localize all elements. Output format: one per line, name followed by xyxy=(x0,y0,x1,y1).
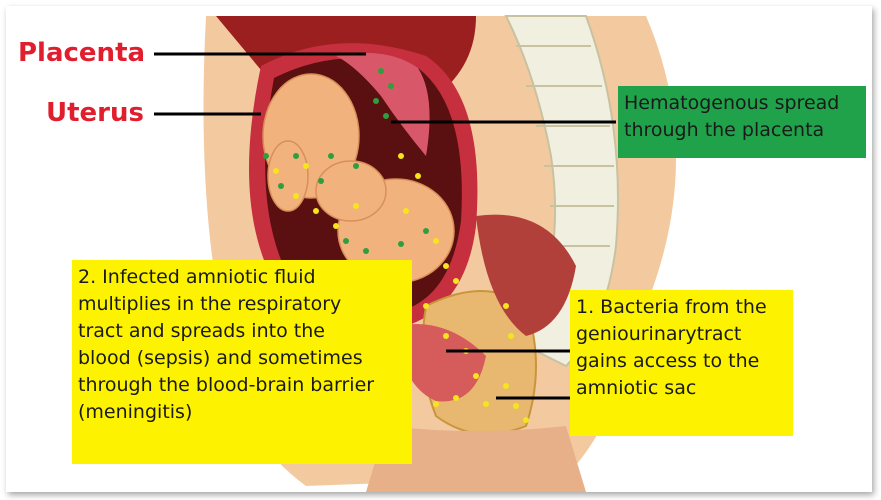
uterus-label: Uterus xyxy=(46,100,144,126)
callout-line: 1. Bacteria from the xyxy=(576,294,787,321)
callout-line: blood (sepsis) and sometimes xyxy=(78,345,406,372)
callout-line: 2. Infected amniotic fluid xyxy=(78,264,406,291)
placenta-label: Placenta xyxy=(18,40,145,66)
callout-line: tract and spreads into the xyxy=(78,318,406,345)
callout-line: (meningitis) xyxy=(78,399,406,426)
amniotic-fluid-callout: 2. Infected amniotic fluid multiplies in… xyxy=(72,260,412,464)
figure-frame: Placenta Uterus Hematogenous spread thro… xyxy=(6,6,872,492)
callout-line: gains access to the xyxy=(576,348,787,375)
callout-line: through the blood-brain barrier xyxy=(78,372,406,399)
callout-line: amniotic sac xyxy=(576,375,787,402)
hematogenous-callout: Hematogenous spread through the placenta xyxy=(618,86,866,158)
callout-line: through the placenta xyxy=(624,117,860,144)
callout-line: geniourinarytract xyxy=(576,321,787,348)
bacteria-callout: 1. Bacteria from the geniourinarytract g… xyxy=(570,290,793,436)
callout-line: multiplies in the respiratory xyxy=(78,291,406,318)
callout-line: Hematogenous spread xyxy=(624,90,860,117)
